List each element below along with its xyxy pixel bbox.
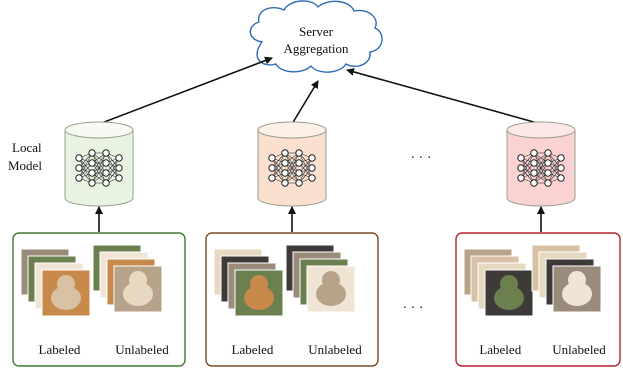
unlabeled-images-stack [285, 244, 356, 313]
client-1: Labeled Unlabeled [12, 121, 186, 367]
pet-photo-subject [244, 286, 274, 310]
clients: Labeled Unlabeled Labeled Unlabeled Labeled U… [12, 121, 621, 367]
unlabeled-caption: Unlabeled [308, 342, 362, 357]
arrow-client1-to-server [98, 56, 273, 125]
labeled-images-stack [20, 248, 91, 317]
labeled-images-stack [213, 248, 284, 317]
local-model-label-line2: Model [8, 158, 42, 173]
pet-photo-subject [123, 282, 153, 306]
arrow-client3-to-server [346, 68, 542, 125]
local-model-label-line1: Local [12, 140, 42, 155]
labeled-caption: Labeled [232, 342, 274, 357]
pet-photo-subject [51, 286, 81, 310]
neural-network-icon [268, 149, 316, 187]
server-label-line2: Aggregation [284, 41, 349, 56]
pet-photo-subject [494, 286, 524, 310]
arrow-client2-to-server [291, 80, 319, 125]
unlabeled-images-stack [531, 244, 602, 313]
labeled-caption: Labeled [39, 342, 81, 357]
ellipsis-models: · · · [411, 151, 432, 166]
local-model-cylinder [506, 121, 576, 207]
client-2: Labeled Unlabeled [205, 121, 379, 367]
unlabeled-caption: Unlabeled [552, 342, 606, 357]
upload-arrows [98, 56, 542, 125]
neural-network-icon [75, 149, 123, 187]
labeled-caption: Labeled [479, 342, 521, 357]
pet-photo-subject [316, 282, 346, 306]
client-3: Labeled Unlabeled [455, 121, 621, 367]
unlabeled-caption: Unlabeled [115, 342, 169, 357]
local-model-cylinder [64, 121, 134, 207]
ellipsis-data: · · · [403, 301, 424, 316]
labeled-images-stack [463, 248, 534, 317]
cloud-shape [249, 0, 383, 73]
pet-photo-subject [562, 282, 592, 306]
unlabeled-images-stack [92, 244, 163, 313]
local-model-cylinder [257, 121, 327, 207]
server-label-line1: Server [299, 24, 334, 39]
server-cloud: Server Aggregation [249, 0, 383, 73]
neural-network-icon [517, 149, 565, 187]
